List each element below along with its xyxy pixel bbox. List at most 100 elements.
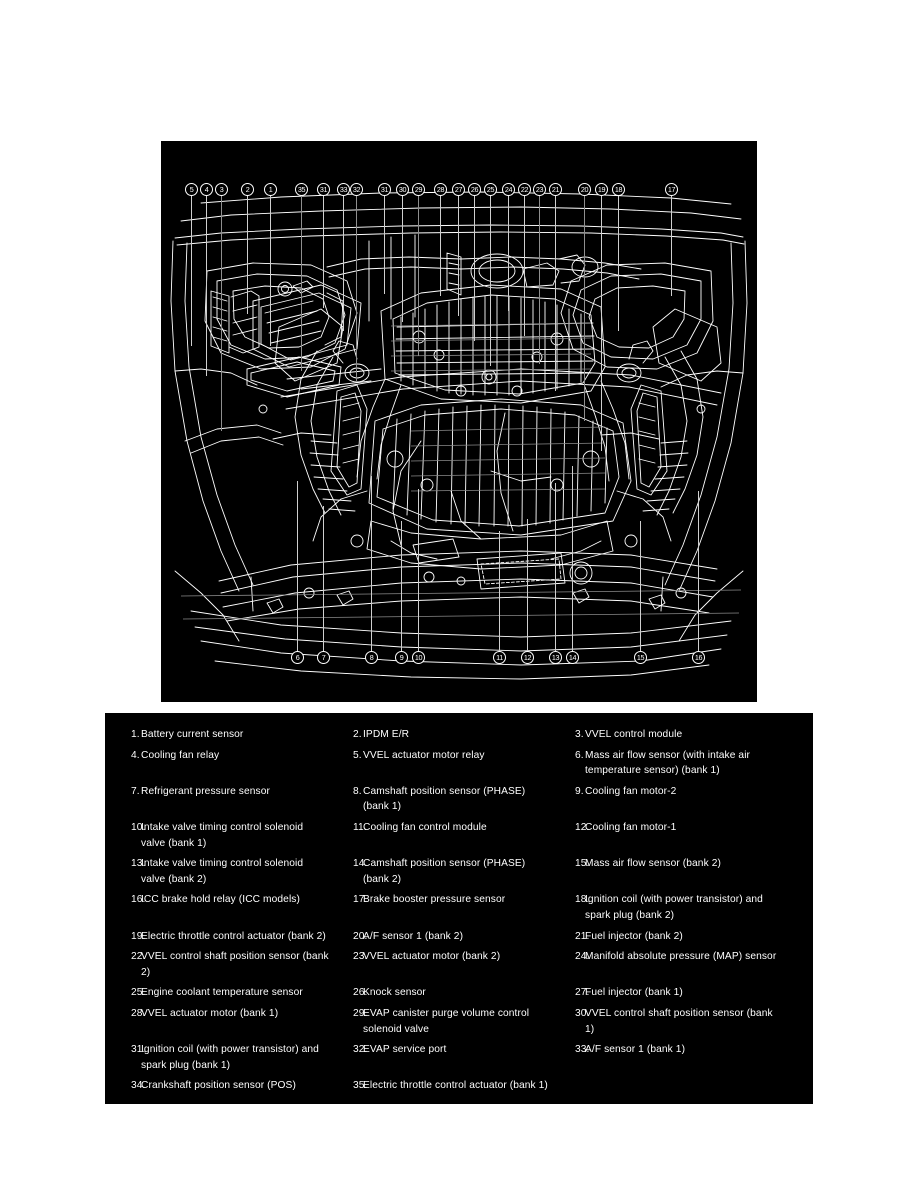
callout-bubble-21: 21	[549, 183, 562, 196]
callout-leader-line	[508, 196, 509, 311]
legend-item: 15.Mass air flow sensor (bank 2)	[559, 856, 791, 892]
callout-leader-line	[458, 196, 459, 316]
legend-item-number: 29.	[353, 1007, 368, 1019]
callout-bubble-5: 5	[185, 183, 198, 196]
legend-item-label: Electric throttle control actuator (bank…	[141, 930, 326, 942]
legend-item-number: 20.	[353, 930, 368, 942]
legend-item-label: EVAP service port	[363, 1044, 447, 1056]
callout-bubble-27: 27	[452, 183, 465, 196]
callout-bubble-13: 13	[549, 651, 562, 664]
callout-bubble-35: 35	[295, 183, 308, 196]
legend-item-number: 3.	[575, 729, 584, 740]
callout-bubble-15: 15	[634, 651, 647, 664]
callout-leader-line	[499, 531, 500, 651]
callout-leader-line	[402, 196, 403, 322]
callout-leader-line	[401, 521, 402, 651]
legend-item-number: 13.	[131, 858, 146, 870]
callout-bubble-25: 25	[484, 183, 497, 196]
legend-item: 16.ICC brake hold relay (ICC models)	[115, 892, 337, 928]
legend-item-label: Cooling fan motor-1	[585, 821, 677, 833]
callout-leader-line	[323, 506, 324, 651]
legend-item-label: A/F sensor 1 (bank 1)	[585, 1044, 686, 1056]
callout-leader-line	[539, 196, 541, 364]
legend-item-label: Camshaft position sensor (PHASE) (bank 2…	[363, 858, 526, 885]
callout-leader-line	[527, 519, 528, 651]
callout-leader-line	[618, 196, 619, 331]
callout-bubble-10: 10	[412, 651, 425, 664]
legend-item: 23.VVEL actuator motor (bank 2)	[337, 949, 559, 985]
legend-item-label: Cooling fan relay	[141, 749, 220, 761]
legend-item: 3.VVEL control module	[559, 727, 791, 748]
legend-item: 2.IPDM E/R	[337, 727, 559, 748]
callout-leader-line	[191, 196, 192, 346]
legend-item-label: VVEL actuator motor (bank 1)	[141, 1007, 279, 1019]
legend-item: 10.Intake valve timing control solenoid …	[115, 820, 337, 856]
callout-bubble-2: 2	[241, 183, 254, 196]
callout-leader-line	[490, 196, 491, 366]
legend-item: 13.Intake valve timing control solenoid …	[115, 856, 337, 892]
callout-leader-line	[698, 491, 699, 651]
callout-leader-line	[301, 196, 303, 371]
callout-leader-line	[343, 196, 344, 331]
callout-bubble-31: 31	[317, 183, 330, 196]
legend-item-label: Fuel injector (bank 1)	[585, 987, 683, 999]
legend-item: 24.Manifold absolute pressure (MAP) sens…	[559, 949, 791, 985]
legend-item-number: 27.	[575, 987, 590, 999]
callout-leader-line	[584, 196, 586, 421]
legend-item-number: 1.	[131, 729, 140, 740]
callout-bubble-7: 7	[317, 651, 330, 664]
legend-item-number: 5.	[353, 749, 362, 761]
legend-item-label: Ignition coil (with power transistor) an…	[141, 1044, 319, 1071]
legend-item-number: 16.	[131, 894, 146, 906]
callout-bubble-8: 8	[365, 651, 378, 664]
callout-bubble-12: 12	[521, 651, 534, 664]
legend-item: 33.A/F sensor 1 (bank 1)	[559, 1042, 791, 1078]
legend-item-label: Brake booster pressure sensor	[363, 894, 506, 906]
legend-item-number: 9.	[575, 785, 584, 797]
legend-item-label: EVAP canister purge volume control solen…	[363, 1007, 530, 1035]
callout-bubble-1: 1	[264, 183, 277, 196]
callout-leader-line	[356, 196, 358, 381]
callout-leader-line	[572, 466, 573, 651]
callout-leader-line	[418, 489, 419, 651]
callout-leader-line	[384, 196, 385, 294]
legend-item-label: VVEL control shaft position sensor (bank…	[585, 1007, 773, 1035]
legend-item-label: Cooling fan motor-2	[585, 785, 677, 797]
legend-item: 30.VVEL control shaft position sensor (b…	[559, 1006, 791, 1042]
callout-leader-line	[440, 196, 441, 296]
callout-leader-line	[371, 476, 372, 651]
legend-item-label: IPDM E/R	[363, 729, 410, 740]
legend-item: 32.EVAP service port	[337, 1042, 559, 1078]
engine-line-drawing	[161, 141, 757, 702]
legend-item-label: Mass air flow sensor (with intake air te…	[585, 749, 751, 777]
legend-item-label: Refrigerant pressure sensor	[141, 785, 270, 797]
callout-leader-line	[555, 483, 556, 651]
callout-bubble-29: 29	[412, 183, 425, 196]
legend-item-label: Intake valve timing control solenoid val…	[141, 821, 304, 849]
callout-bubble-16: 16	[692, 651, 705, 664]
legend-item: 27.Fuel injector (bank 1)	[559, 985, 791, 1006]
callout-bubble-33: 33	[337, 183, 350, 196]
legend-item-number: 11.	[353, 821, 367, 833]
legend-item: 34.Crankshaft position sensor (POS)	[115, 1078, 337, 1099]
legend-item-number: 10.	[131, 821, 146, 833]
callout-leader-line	[671, 196, 672, 296]
legend-item: 18.Ignition coil (with power transistor)…	[559, 892, 791, 928]
callout-leader-line	[297, 481, 298, 651]
legend-item-number: 26.	[353, 987, 368, 999]
legend-item: 9.Cooling fan motor-2	[559, 784, 791, 820]
legend-item-label: Manifold absolute pressure (MAP) sensor	[585, 951, 777, 963]
callout-leader-line	[247, 196, 248, 314]
callout-leader-line	[474, 196, 475, 341]
legend-item: 1.Battery current sensor	[115, 727, 337, 748]
callout-bubble-20: 20	[578, 183, 591, 196]
legend-item: 29.EVAP canister purge volume control so…	[337, 1006, 559, 1042]
legend-item: 19.Electric throttle control actuator (b…	[115, 929, 337, 950]
legend-item-number: 35.	[353, 1080, 368, 1092]
legend-item-label: Fuel injector (bank 2)	[585, 930, 683, 942]
legend-item-label: Camshaft position sensor (PHASE) (bank 1…	[363, 785, 526, 813]
legend-item: 11.Cooling fan control module	[337, 820, 559, 856]
